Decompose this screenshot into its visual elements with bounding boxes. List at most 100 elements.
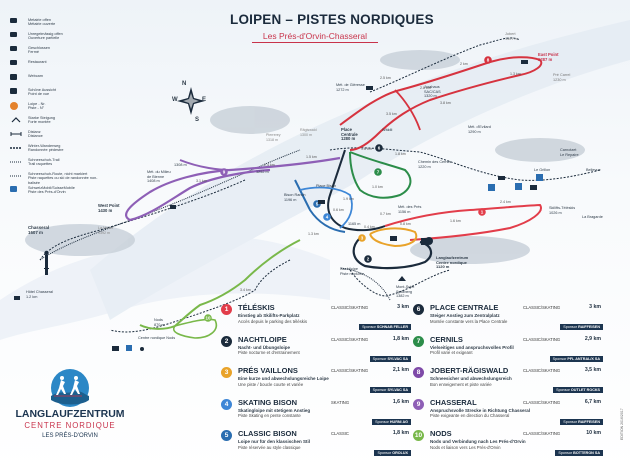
label-la-bragarde: La Bragarde (582, 215, 603, 219)
trail-desc-fr: Accès depuis le parking des téléskis (238, 318, 308, 324)
trail-desc-fr: Bon enneigement et piste variée (430, 381, 492, 387)
trail-type: CLASSIC/SKATING (523, 336, 561, 342)
trail-sponsor: Sponsor RAIFFEISEN (560, 324, 603, 330)
closed-icon (10, 46, 17, 51)
sponsor-name: PFL ANTRAL/X SA (567, 356, 600, 361)
distance-label: 2.5 km (380, 76, 391, 80)
trail-name: CHASSERAL (430, 397, 477, 407)
sponsor-name: OUTLET ROCKS (570, 388, 600, 392)
trail-desc-fr: Piste réservée au style classique (238, 444, 301, 450)
trail-line-teleskis (384, 203, 542, 241)
trail-length: 1,8 km (392, 335, 409, 342)
skier-logo-icon (51, 369, 89, 407)
compass-west: W (172, 97, 178, 103)
trail-line-skating-bison (299, 186, 353, 229)
legend-label: Metairie offen Métairie ouverte (28, 18, 56, 27)
trail-type: CLASSIC/SKATING (523, 431, 561, 436)
trail-desc-de: Skatingloipe mit stetigem Anstieg (238, 407, 311, 413)
legend-item: Starke Steigung Forte montée (6, 116, 98, 130)
svg-text:2: 2 (367, 257, 370, 262)
legend-item: Schöne Aussicht Point de vue (6, 88, 98, 102)
trail-sponsor: Sponsor SCHNAB FELLER (359, 324, 411, 330)
distance-label: 2 km (460, 62, 468, 66)
trail-line-pres-vaillons (369, 227, 418, 248)
trail-desc-fr: Montée constante vers la Place Centrale (430, 318, 508, 324)
svg-text:5: 5 (316, 202, 319, 207)
trail-length: 2,1 km (392, 367, 409, 373)
trail-desc-de: Vielseitiges und anspruchsvolles Profil (430, 344, 514, 350)
trail-number-badge: 8 (413, 367, 424, 378)
svg-text:3: 3 (361, 236, 364, 241)
trail-number-badge: 5 (221, 430, 232, 441)
trail-line-chasseral (125, 156, 341, 222)
label-carnotzet: Carnotzet Le Repaire (560, 148, 579, 157)
trail-number-badge: 2 (221, 335, 232, 347)
sponsor-label: Sponsor (558, 451, 573, 455)
trail-markers: 3 4 5 7 6 8 9 10 1 2 (204, 56, 492, 322)
legend-label: Webcam (28, 74, 43, 78)
trail-line-nods-loop (173, 318, 217, 339)
trail-number-badge: 3 (221, 367, 232, 378)
trail-length: 2,9 km (584, 335, 601, 342)
trail-desc-fr: Piste nocturne et d'entrainement (238, 350, 300, 355)
compass-north: N (182, 81, 187, 87)
trail-line-jobert (339, 56, 543, 151)
sponsor-label: Sponsor (563, 419, 578, 424)
legend-item: Restaurant (6, 60, 98, 74)
trail-name: PRÉS VAILLONS (238, 366, 298, 375)
sponsor-label: Sponsor (556, 388, 570, 392)
distance-label: 1.5 km (306, 155, 317, 159)
trail-type: CLASSIC/SKATING (523, 399, 561, 405)
logo-line1: LANGLAUFZENTRUM (15, 408, 125, 420)
partial-status-icon (10, 32, 17, 37)
svg-text:9: 9 (223, 170, 226, 175)
legend-label: Schöne Aussicht Point de vue (28, 88, 57, 97)
trail-type: SKATING (331, 399, 350, 405)
trail-sponsor: Sponsor OUTLET ROCKS (553, 387, 603, 393)
logo-line3: LES PRÉS-D'ORVIN (42, 433, 98, 439)
legend-label: Distanz Distance (28, 130, 43, 139)
label-jurahaus: Jurahaus SAC/CAS 1320 m (424, 85, 441, 99)
legend-item: Metairie offen Métairie ouverte (6, 18, 98, 32)
distance-icon (10, 130, 22, 138)
compass-rose (177, 87, 205, 115)
legend-label: Schneeschuh-Trail Trail raquettes (28, 158, 60, 167)
terrain-shade (0, 236, 330, 340)
distance-label: 0.6 km (333, 208, 344, 212)
chasseral-tower-icon (44, 250, 49, 275)
trail-desc-de: Anspruchsvolle Strecke in Richtung Chass… (430, 407, 531, 413)
label-bison-ranch: Bison Ranch 1196 m (284, 193, 306, 202)
legend-item: Winter-Wanderweg Randonnée pédestre (6, 144, 98, 158)
trail-desc-de: Nods und Verbindung nach Les Prés-d'Orvi… (430, 439, 526, 444)
label-evilard: Mét. d'Evilard 1290 m (468, 125, 491, 134)
trail-length: 3 km (397, 304, 409, 310)
sponsor-name: SCHNAB FELLER (376, 325, 408, 329)
trail-name: PLACE CENTRALE (430, 303, 499, 312)
trail-length: 1,8 km (392, 430, 409, 436)
poi-icons (14, 60, 543, 351)
trail-length: 1,6 km (392, 398, 409, 405)
sponsor-label: Sponsor (552, 356, 567, 361)
trail-name: NODS (430, 429, 452, 438)
label-alt-1165: 1165 m (348, 222, 361, 226)
sponsor-label: Sponsor (377, 451, 392, 455)
legend-label: Restaurant (28, 60, 47, 64)
sponsor-name: RAIFFEISEN (578, 325, 600, 329)
trail-type: CLASSIC/SKATING (331, 368, 369, 373)
label-langlaufzentrum: Langlaufzentrum Centre nordique 1120 m (436, 255, 469, 270)
legend-label: Loipe - Nr. Piste - N° (28, 102, 46, 111)
distance-label: 1.3 km (510, 72, 521, 76)
distance-label: 3.4 km (240, 288, 251, 292)
label-nods: Nods 870 m (154, 318, 165, 327)
trail-number-badge: 9 (413, 398, 424, 410)
langlaufzentrum-logo: LANGLAUFZENTRUM CENTRE NORDIQUE LES PRÉS… (10, 366, 130, 466)
sponsor-name: BOTTERON SA (573, 451, 600, 455)
trail-desc-de: Steiger Anstieg zum Zentralplatz (430, 313, 500, 318)
svg-text:6: 6 (378, 146, 381, 151)
label-skilifts: Skilifts-Téléskis 1026 m (549, 206, 576, 215)
hiking-icon (10, 144, 22, 152)
